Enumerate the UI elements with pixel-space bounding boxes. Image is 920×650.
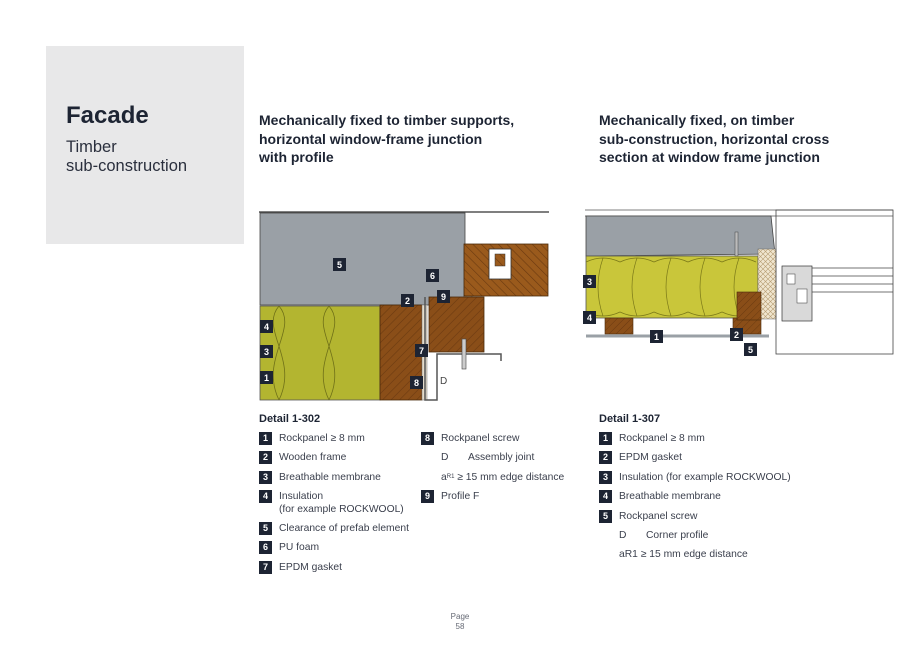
section-subtitle-line1: Timber <box>66 138 117 156</box>
callout-5: 5 <box>333 258 346 271</box>
legend-item: 4 Breathable membrane <box>599 490 721 503</box>
svg-text:5: 5 <box>337 260 342 270</box>
svg-text:6: 6 <box>430 271 435 281</box>
legend-item: 9 Profile F <box>421 490 479 503</box>
svg-text:4: 4 <box>264 322 269 332</box>
callout-1: 1 <box>260 371 273 384</box>
legend-item: 3 Insulation (for example ROCKWOOL) <box>599 471 791 484</box>
svg-text:3: 3 <box>587 277 592 287</box>
window-sill-timber <box>428 296 485 353</box>
detail-1-302-drawing: 5 6 2 9 4 3 7 1 8 D <box>259 211 549 401</box>
prefab-panel <box>259 212 466 306</box>
detail-1-307-drawing: 3 4 1 2 5 <box>583 209 894 356</box>
batten-left <box>604 317 634 335</box>
callout-9: 9 <box>437 290 450 303</box>
svg-text:8: 8 <box>414 378 419 388</box>
side-panel: Facade Timber sub-construction <box>46 46 244 244</box>
svg-text:3: 3 <box>264 347 269 357</box>
callout-d: D <box>440 376 447 387</box>
page-number: 58 <box>455 622 465 631</box>
legend-item: 5 Rockpanel screw <box>599 510 697 523</box>
svg-text:7: 7 <box>419 346 424 356</box>
legend-item: 1 Rockpanel ≥ 8 mm <box>259 432 365 445</box>
legend-item: 2 EPDM gasket <box>599 451 682 464</box>
legend-item: 7 EPDM gasket <box>259 561 342 574</box>
right-detail-title: Detail 1-307 <box>599 413 661 425</box>
legend-item: 6 PU foam <box>259 541 319 554</box>
callout-4: 4 <box>583 311 596 324</box>
callout-2: 2 <box>730 328 743 341</box>
svg-text:1: 1 <box>654 332 659 342</box>
section-subtitle-line2: sub-construction <box>66 157 188 175</box>
legend-edge-distance: aR1 ≥ 15 mm edge distance <box>619 549 748 560</box>
right-heading-line1: Mechanically fixed, on timber <box>599 112 795 128</box>
profile-f <box>424 297 502 401</box>
svg-text:5: 5 <box>748 345 753 355</box>
rockpanel-top <box>585 215 776 257</box>
legend-item: 5 Clearance of prefab element <box>259 522 409 535</box>
callout-3: 3 <box>583 275 596 288</box>
svg-text:1: 1 <box>264 373 269 383</box>
callout-3: 3 <box>260 345 273 358</box>
insulation-waves <box>272 305 336 401</box>
section-title: Facade <box>66 102 149 129</box>
callout-4: 4 <box>260 320 273 333</box>
legend-item: 1 Rockpanel ≥ 8 mm <box>599 432 705 445</box>
right-heading: Mechanically fixed, on timber sub-constr… <box>599 111 829 167</box>
callout-8: 8 <box>410 376 423 389</box>
left-heading: Mechanically fixed to timber supports, h… <box>259 111 514 167</box>
section-subtitle: Timber sub-construction <box>66 138 187 176</box>
legend-item: 8 Rockpanel screw <box>421 432 519 445</box>
callout-2: 2 <box>401 294 414 307</box>
right-heading-line3: section at window frame junction <box>599 149 820 165</box>
left-heading-line3: with profile <box>259 149 334 165</box>
callout-7: 7 <box>415 344 428 357</box>
svg-text:2: 2 <box>405 296 410 306</box>
callout-1: 1 <box>650 330 663 343</box>
right-heading-line2: sub-construction, horizontal cross <box>599 130 830 147</box>
callout-5: 5 <box>744 343 757 356</box>
left-detail-title: Detail 1-302 <box>259 413 321 425</box>
left-heading-line2: horizontal window-frame junction <box>259 130 483 147</box>
page-label: Page <box>450 612 470 621</box>
legend-corner-profile: D Corner profile <box>619 530 709 541</box>
insulation-block <box>585 255 759 319</box>
legend-item: 3 Breathable membrane <box>259 471 381 484</box>
svg-text:2: 2 <box>734 330 739 340</box>
svg-text:9: 9 <box>441 292 446 302</box>
callout-6: 6 <box>426 269 439 282</box>
legend-item: 2 Wooden frame <box>259 451 346 464</box>
svg-text:4: 4 <box>587 313 592 323</box>
left-heading-line1: Mechanically fixed to timber supports, <box>259 112 515 128</box>
screw <box>461 338 467 370</box>
screw <box>734 231 739 257</box>
legend-assembly-joint: D Assembly joint <box>441 452 535 463</box>
legend-item: 4 Insulation (for example ROCKWOOL) <box>259 490 404 516</box>
insulation-block <box>259 305 381 401</box>
